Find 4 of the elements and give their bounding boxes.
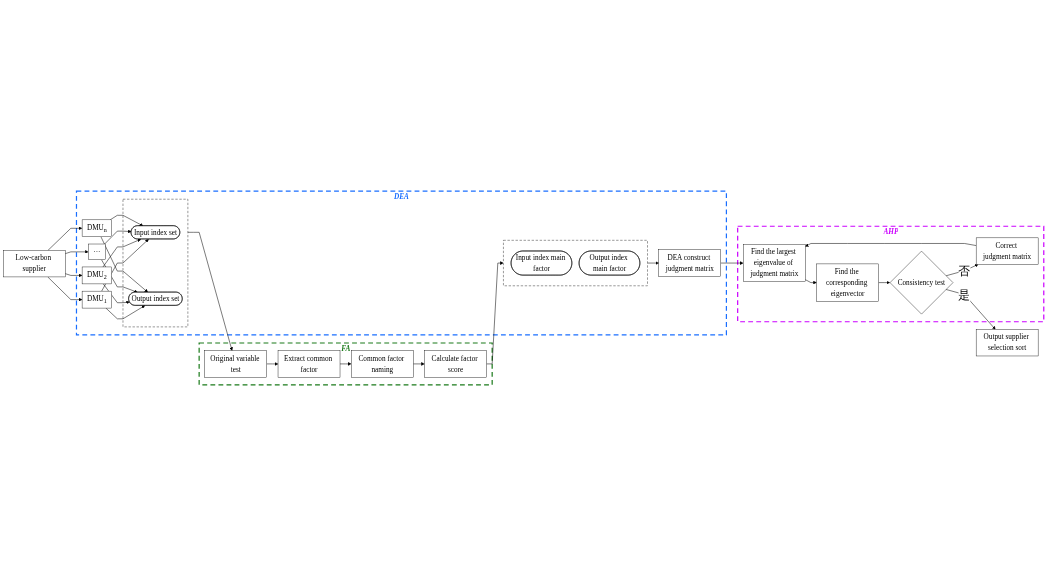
cluster [122,199,189,328]
edge-label: 否 [958,263,971,278]
cluster [503,240,648,286]
edge-label: 是 [958,287,971,301]
